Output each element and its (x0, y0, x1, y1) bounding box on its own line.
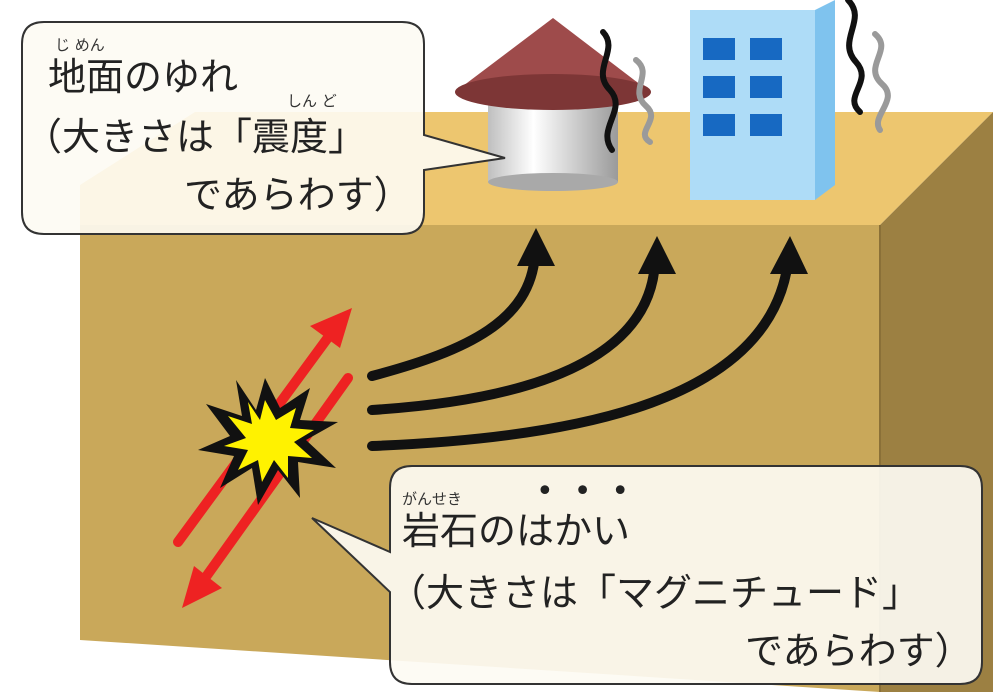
squiggle-line-icon (599, 0, 891, 153)
callout-top-line3: であらわす） (184, 173, 412, 217)
wave-arrowheads (517, 228, 808, 274)
seismic-wave-arrows (367, 250, 793, 451)
wave-arrow-3 (367, 257, 793, 451)
callout-bottom-bubble (311, 465, 983, 685)
building-window (703, 114, 735, 136)
building-window (750, 114, 782, 136)
building-window (750, 76, 782, 98)
ruby-shindo: しん ど (287, 92, 337, 110)
building-window (703, 76, 735, 98)
building-window (750, 38, 782, 60)
ruby-jimen: じ めん (55, 36, 105, 54)
callout-bottom-line2: （大きさは「マグニチュード」 (388, 571, 921, 615)
callout-top-line2: （大きさは「震度」 (24, 115, 367, 159)
building-window (703, 38, 735, 60)
emphasis-dots: ••• (536, 474, 650, 509)
wave-arrow-1 (367, 250, 540, 381)
callout-top-line1: 地面のゆれ (48, 55, 239, 99)
wave-arrow-2 (367, 257, 660, 415)
callout-top-bubble (21, 21, 506, 235)
ruby-ganseki: がんせき (402, 490, 463, 508)
explosion-star-icon (198, 378, 338, 505)
building-icon (690, 0, 835, 200)
fault-arrow-down (193, 373, 353, 593)
callout-bottom-line3: であらわす） (745, 629, 973, 673)
callout-bottom-line1: 岩石のはかい (402, 509, 631, 553)
